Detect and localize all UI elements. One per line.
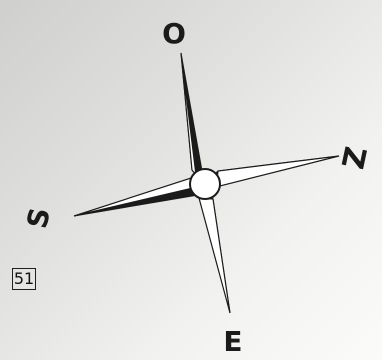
compass-center-circle [190,169,220,199]
page-number-box: 51 [12,268,36,290]
north-pointer [181,53,204,182]
west-label: S [20,205,56,232]
east-pointer [206,156,339,187]
south-label: E [223,325,242,358]
south-pointer [199,190,230,313]
north-label: O [162,17,186,50]
compass-star [74,53,339,313]
east-label: Z [336,144,375,173]
west-pointer [74,178,198,216]
